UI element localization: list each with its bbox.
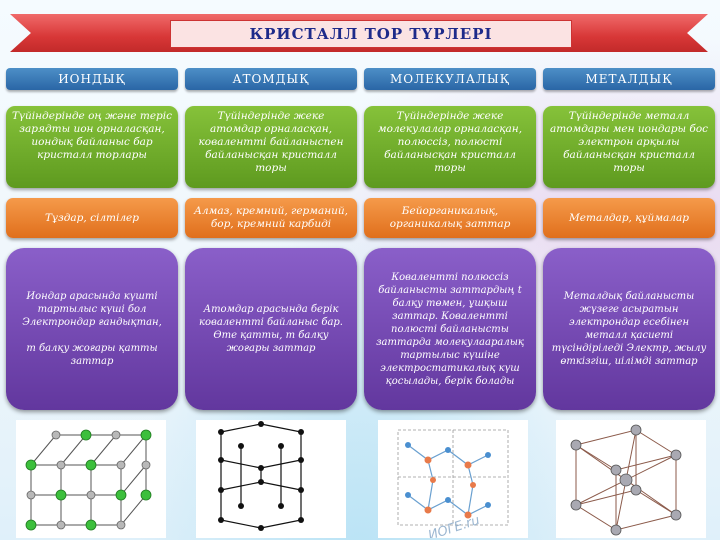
examples-molecular-text: Бейорганикалық, органикалық заттар xyxy=(389,205,511,230)
examples-atomic: Алмаз, кремний, германий, бор, кремний к… xyxy=(185,198,357,238)
examples-metallic: Металдар, құймалар xyxy=(543,198,715,238)
definition-metallic: Түйіндерінде металл атомдары мен иондары… xyxy=(543,106,715,188)
ionic-lattice-svg xyxy=(25,429,152,531)
examples-molecular: Бейорганикалық, органикалық заттар xyxy=(364,198,536,238)
page-title: КРИСТАЛЛ ТОР ТҮРЛЕРІ xyxy=(249,25,493,43)
examples-ionic-text: Тұздар, сілтілер xyxy=(45,211,139,224)
definition-atomic: Түйіндерінде жеке атомдар орналасқан, ко… xyxy=(185,106,357,188)
examples-ionic: Тұздар, сілтілер xyxy=(6,198,178,238)
properties-ionic: Иондар арасында күшті тартылыс күші бол … xyxy=(6,248,178,410)
header-molecular: МОЛЕКУЛАЛЫҚ xyxy=(364,68,536,90)
properties-metallic-text: Металдық байланысты жүзеге асыратын элек… xyxy=(551,291,707,367)
ionic-lattice-image xyxy=(16,420,166,538)
definition-molecular: Түйіндерінде жеке молекулалар орналасқан… xyxy=(364,106,536,188)
header-metallic: МЕТАЛДЫҚ xyxy=(543,68,715,90)
molecular-lattice-image: ИОГЕ.ru xyxy=(378,420,528,542)
properties-molecular-text: Ковалентті полюссіз байланысты заттардың… xyxy=(376,271,524,387)
title-plate: КРИСТАЛЛ ТОР ТҮРЛЕРІ xyxy=(170,20,572,48)
properties-atomic: Атомдар арасында берік коваленттi байлан… xyxy=(185,248,357,410)
examples-atomic-text: Алмаз, кремний, германий, бор, кремний к… xyxy=(193,205,349,230)
title-banner: КРИСТАЛЛ ТОР ТҮРЛЕРІ xyxy=(10,14,708,52)
properties-ionic-text: Иондар арасында күшті тартылыс күші бол … xyxy=(22,291,162,367)
header-atomic: АТОМДЫҚ xyxy=(185,68,357,90)
metallic-lattice-image xyxy=(556,420,706,538)
atomic-lattice-svg xyxy=(218,421,304,531)
properties-atomic-text: Атомдар арасында берік коваленттi байлан… xyxy=(199,304,343,354)
examples-metallic-text: Металдар, құймалар xyxy=(569,211,689,224)
metallic-lattice-svg xyxy=(570,424,682,536)
molecular-lattice-svg: ИОГЕ.ru xyxy=(378,420,528,542)
properties-molecular: Ковалентті полюссіз байланысты заттардың… xyxy=(364,248,536,410)
properties-metallic: Металдық байланысты жүзеге асыратын элек… xyxy=(543,248,715,410)
atomic-lattice-image xyxy=(196,420,346,538)
header-ionic: ИОНДЫҚ xyxy=(6,68,178,90)
definition-ionic: Түйіндерінде оң және теріс зарядты ион о… xyxy=(6,106,178,188)
